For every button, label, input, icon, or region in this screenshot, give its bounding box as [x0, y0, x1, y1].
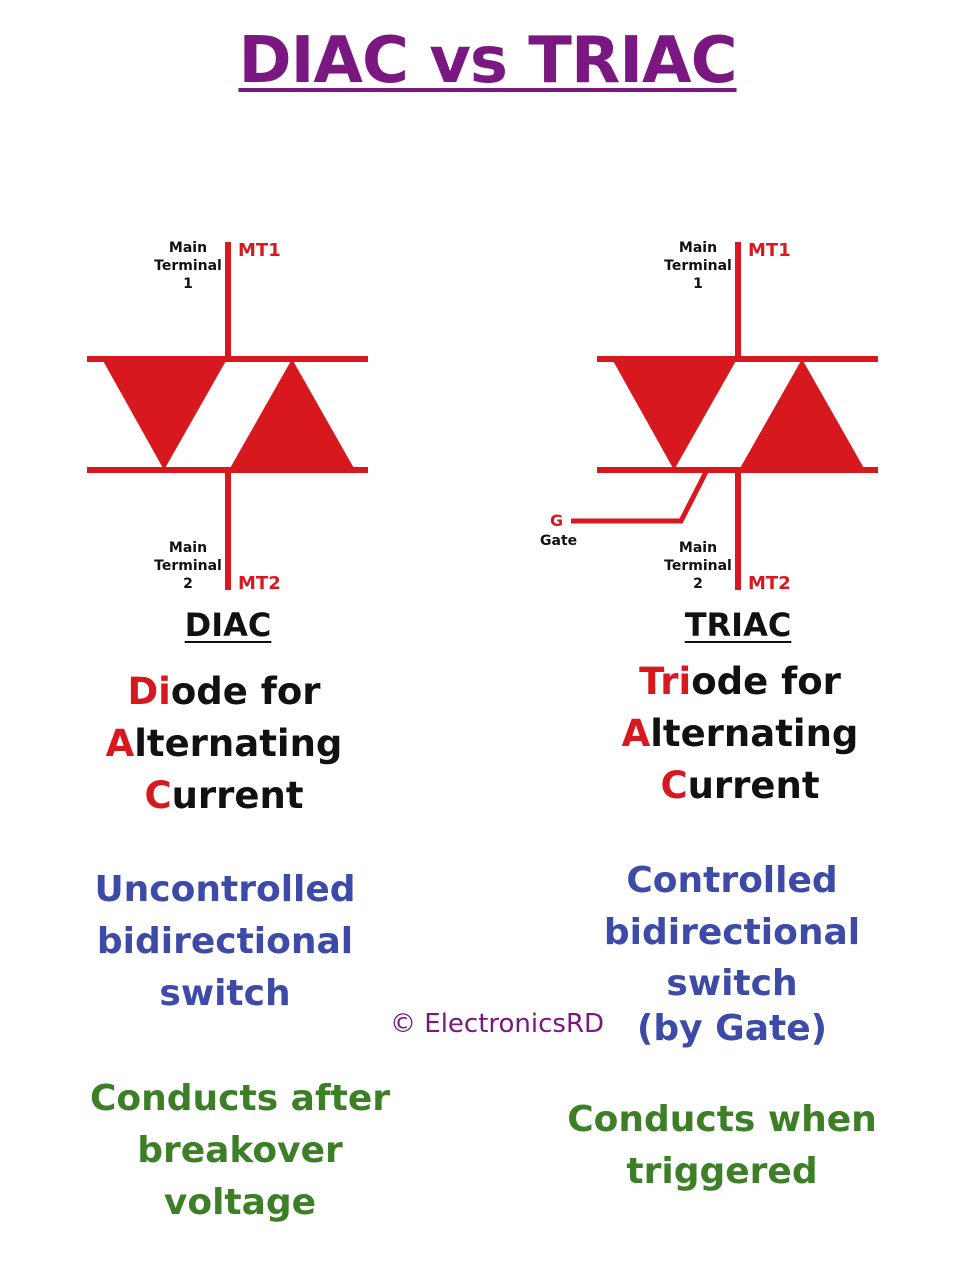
- triac-mt1-label: MT1: [748, 240, 791, 261]
- diac-up-triangle: [229, 359, 355, 470]
- triac-up-triangle: [739, 359, 865, 470]
- triac-down-triangle: [612, 359, 737, 470]
- diac-acronym: Diode for Alternating Current: [74, 666, 374, 822]
- triac-gate-label: G: [550, 511, 564, 530]
- diac-mt2-label: MT2: [238, 573, 281, 594]
- triac-acronym-line: Triode for: [639, 660, 841, 703]
- triac-mt2-label: MT2: [748, 573, 791, 594]
- triac-acronym-line: Current: [660, 764, 820, 807]
- page-title: DIAC vs TRIAC: [238, 24, 737, 98]
- diac-acronym-line: Alternating: [105, 722, 343, 765]
- triac-gate-description: Gate: [540, 533, 578, 549]
- diac-name: DIAC: [184, 606, 272, 644]
- triac-gate-lead: [571, 468, 710, 524]
- diac-acronym-line: Diode for: [127, 670, 321, 713]
- copyright-watermark: © ElectronicsRD: [390, 1009, 605, 1039]
- diac-mt1-label: MT1: [238, 240, 281, 261]
- triac-name: TRIAC: [684, 606, 792, 644]
- diac-acronym-line: Current: [144, 774, 304, 817]
- triac-acronym-line: Alternating: [621, 712, 859, 755]
- diac-symbol: [87, 242, 368, 590]
- diac-down-triangle: [102, 359, 227, 470]
- triac-acronym: Triode for Alternating Current: [590, 656, 890, 812]
- triac-symbol: [571, 242, 878, 590]
